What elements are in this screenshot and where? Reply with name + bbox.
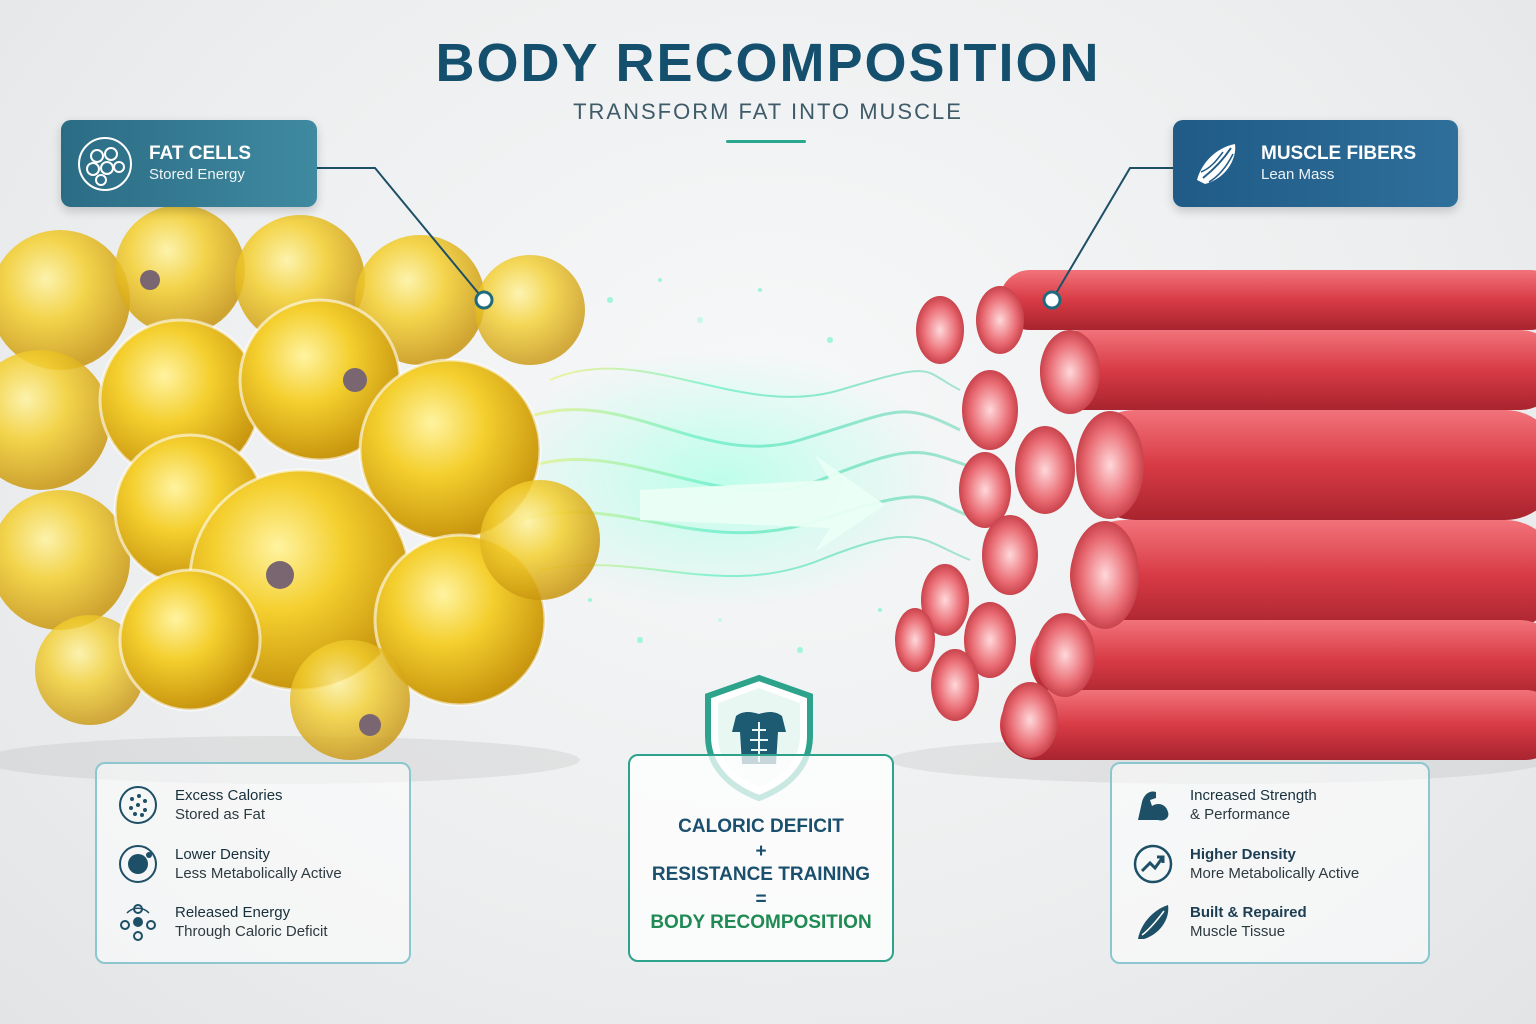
item-title: Lower Density — [175, 846, 271, 863]
muscle-info-panel: Increased Strength & Performance Higher … — [1110, 762, 1430, 964]
fat-cells-title: FAT CELLS — [149, 142, 252, 164]
muscle-connector — [1042, 167, 1173, 310]
flexed-arm-icon — [1138, 791, 1169, 821]
list-item: Excess Calories Stored as Fat — [117, 784, 283, 826]
list-item: Built & Repaired Muscle Tissue — [1132, 901, 1307, 943]
page-subtitle: TRANSFORM FAT INTO MUSCLE — [573, 99, 963, 124]
equation-line-2: RESISTANCE TRAINING — [651, 864, 871, 885]
list-item: Increased Strength & Performance — [1132, 784, 1317, 826]
item-subtitle: & Performance — [1190, 806, 1291, 823]
item-subtitle: Muscle Tissue — [1190, 923, 1286, 940]
fat-cells-subtitle: Stored Energy — [149, 165, 245, 183]
equation-line-1: CALORIC DEFICIT — [678, 816, 844, 837]
title-underline — [726, 140, 806, 143]
item-title: Increased Strength — [1190, 787, 1317, 804]
equation-panel: CALORIC DEFICIT + RESISTANCE TRAINING = … — [628, 754, 894, 962]
item-subtitle: Through Caloric Deficit — [175, 923, 328, 940]
list-item: Released Energy Through Caloric Deficit — [117, 901, 328, 943]
list-item: Lower Density Less Metabolically Active — [117, 843, 342, 885]
arrow-icon — [640, 455, 885, 552]
muscle-tissue-icon — [1138, 905, 1169, 939]
fat-cells-tag: FAT CELLS Stored Energy — [61, 120, 317, 207]
item-title: Built & Repaired — [1190, 904, 1307, 921]
equation-plus: + — [755, 841, 767, 862]
muscle-fiber-bundle — [895, 270, 1536, 760]
muscle-fiber-icon — [1197, 143, 1236, 184]
equation-equals: = — [755, 889, 767, 910]
cells-icon — [78, 136, 132, 191]
item-subtitle: Stored as Fat — [175, 806, 266, 823]
fat-info-panel: Excess Calories Stored as Fat Lower Dens… — [95, 762, 411, 964]
equation-result: BODY RECOMPOSITION — [650, 912, 872, 933]
dots-circle-icon — [119, 786, 157, 824]
fat-cell-cluster — [0, 205, 600, 760]
list-item: Higher Density More Metabolically Active — [1132, 843, 1359, 885]
item-subtitle: Less Metabolically Active — [175, 865, 342, 882]
page-title: BODY RECOMPOSITION — [435, 33, 1101, 93]
item-title: Higher Density — [1190, 846, 1296, 863]
item-title: Released Energy — [175, 904, 291, 921]
muscle-fibers-title: MUSCLE FIBERS — [1261, 142, 1417, 164]
item-title: Excess Calories — [175, 787, 283, 804]
density-circle-icon — [119, 845, 157, 883]
muscle-fibers-tag: MUSCLE FIBERS Lean Mass — [1173, 120, 1458, 207]
item-subtitle: More Metabolically Active — [1190, 865, 1360, 882]
energy-release-icon — [120, 904, 156, 941]
fat-connector — [317, 167, 494, 310]
trend-up-icon — [1133, 844, 1173, 884]
muscle-fibers-subtitle: Lean Mass — [1261, 165, 1335, 183]
